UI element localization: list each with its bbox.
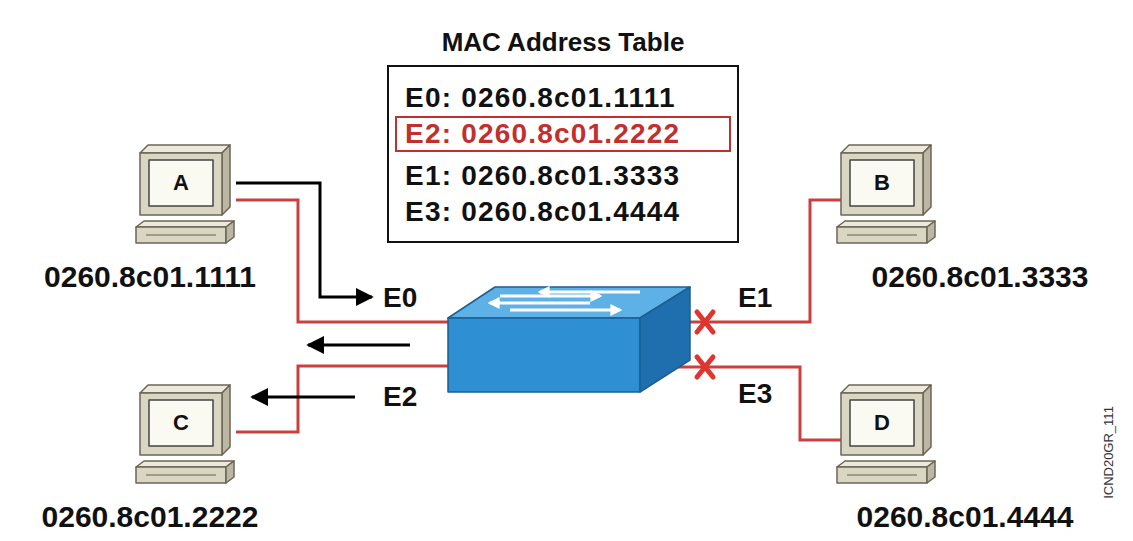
computer-icon bbox=[134, 383, 238, 489]
table-heading: MAC Address Table bbox=[442, 27, 685, 57]
mac-address: 0260.8c01.1111 bbox=[44, 260, 256, 294]
flow-arrow-to-c bbox=[252, 396, 355, 399]
port-label: E1 bbox=[738, 282, 772, 314]
host-computer: B 0260.8c01.3333 bbox=[835, 140, 1125, 292]
host-computer: A 0260.8c01.1111 bbox=[0, 140, 300, 292]
mac-address: 0260.8c01.3333 bbox=[872, 260, 1089, 294]
host-computer: D 0260.8c01.4444 bbox=[830, 380, 1100, 535]
table-row: E3: 0260.8c01.4444 bbox=[405, 197, 680, 227]
switch-front bbox=[448, 318, 640, 392]
switch-icon bbox=[448, 287, 690, 392]
host-letter: B bbox=[850, 160, 914, 206]
port-label: E0 bbox=[383, 282, 417, 314]
port-label: E3 bbox=[738, 378, 772, 410]
table-row: E1: 0260.8c01.3333 bbox=[405, 161, 680, 191]
host-letter: C bbox=[149, 400, 213, 446]
computer-icon bbox=[134, 143, 238, 249]
table-row: E2: 0260.8c01.2222 bbox=[395, 116, 731, 152]
mac-address-table: MAC Address TableE0: 0260.8c01.1111E2: 0… bbox=[387, 65, 739, 243]
blocked-port-marks bbox=[697, 312, 713, 377]
mac-address: 0260.8c01.4444 bbox=[857, 500, 1074, 534]
flow-arrow-out bbox=[308, 344, 410, 347]
cable-e2 bbox=[236, 366, 460, 432]
computer-icon bbox=[835, 143, 939, 249]
watermark: ICND20GR_111 bbox=[1100, 406, 1115, 499]
computer-icon bbox=[835, 383, 939, 489]
mac-address: 0260.8c01.2222 bbox=[42, 500, 259, 534]
port-label: E2 bbox=[383, 381, 417, 413]
host-computer: C 0260.8c01.2222 bbox=[0, 380, 300, 535]
host-letter: D bbox=[850, 400, 914, 446]
flow-arrow-in bbox=[236, 183, 372, 297]
table-row: E0: 0260.8c01.1111 bbox=[405, 83, 676, 113]
host-letter: A bbox=[149, 160, 213, 206]
switch-side bbox=[640, 287, 690, 392]
switch-arrows bbox=[490, 292, 640, 310]
